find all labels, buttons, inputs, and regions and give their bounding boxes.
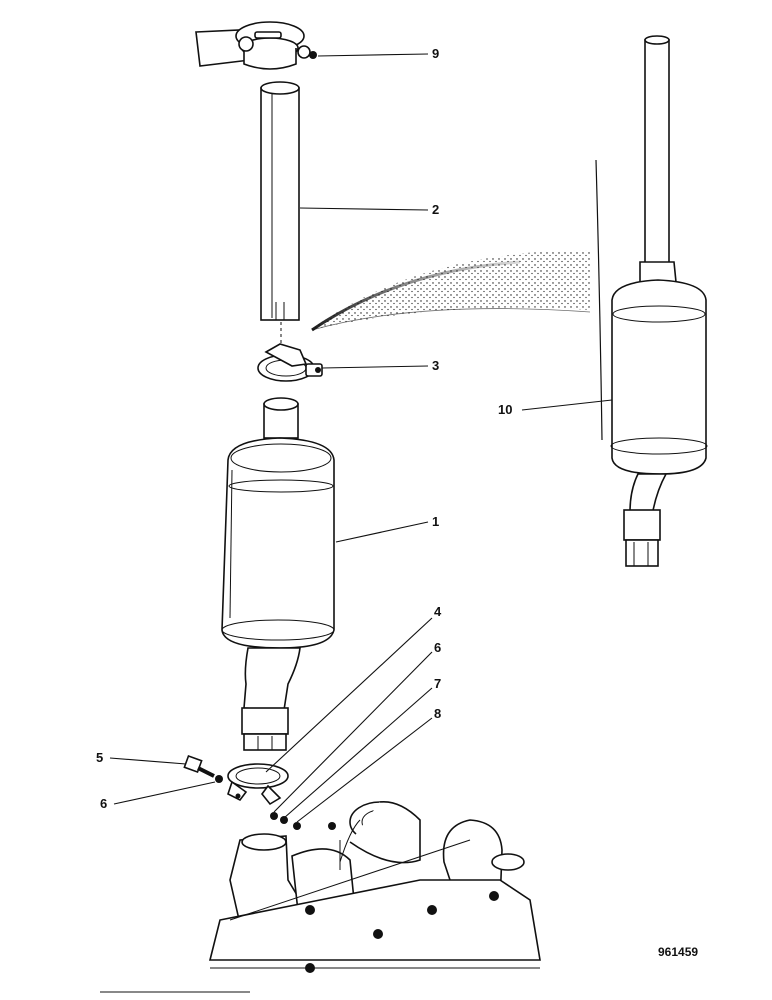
callout-9: 9 [432, 46, 439, 61]
callout-10: 10 [498, 402, 512, 417]
callout-6a: 6 [434, 640, 441, 655]
pipe-clamp-part [257, 343, 323, 382]
washer-part [270, 812, 278, 820]
callout-7: 7 [434, 676, 441, 691]
spring-washer-part [280, 816, 288, 824]
callout-3: 3 [432, 358, 439, 373]
rain-cap-part [195, 21, 317, 70]
callout-6b: 6 [100, 796, 107, 811]
callout-2: 2 [432, 202, 439, 217]
callout-1: 1 [432, 514, 439, 529]
detail-view-connector [310, 159, 603, 441]
lower-clamp-part [227, 763, 289, 806]
engine-turbocharger-assembly [208, 801, 541, 973]
bolt-washer-part [215, 775, 223, 783]
drawing-number: 961459 [658, 945, 698, 959]
callout-5: 5 [96, 750, 103, 765]
silencer-part [221, 397, 335, 751]
callout-4: 4 [434, 604, 442, 619]
nut-part [293, 822, 301, 830]
clamp-bolt-part [183, 754, 215, 778]
callout-8: 8 [434, 706, 441, 721]
tailpipe-part [260, 81, 300, 321]
leader-lines [109, 53, 613, 823]
alternative-exhaust-part [610, 35, 708, 567]
